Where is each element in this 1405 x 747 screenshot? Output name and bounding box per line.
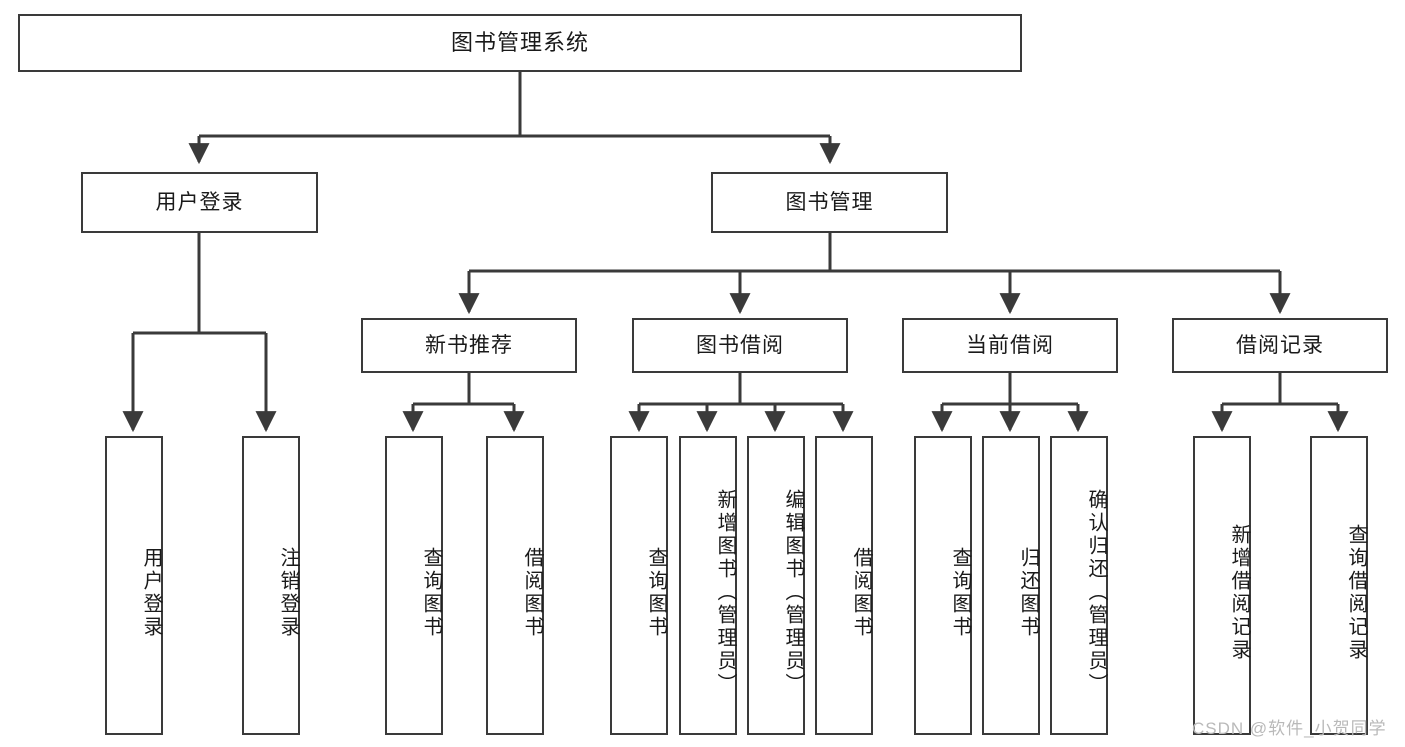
node-user-login[interactable]: 用户登录 [81,172,318,233]
node-label: 注销登录 [277,546,299,639]
leaf-user-logout[interactable]: 注销登录 [242,436,300,735]
node-root-book-management-system[interactable]: 图书管理系统 [18,14,1022,72]
node-label: 查询图书 [645,546,667,639]
leaf-current-confirm-return-admin[interactable]: 确认归还（管理员） [1050,436,1108,735]
leaf-current-return-book[interactable]: 归还图书 [982,436,1040,735]
node-label: 查询图书 [949,546,971,639]
node-label: 新增借阅记录 [1228,523,1250,662]
node-label: 用户登录 [155,190,244,214]
node-borrowing-records[interactable]: 借阅记录 [1172,318,1388,373]
node-label: 查询借阅记录 [1345,523,1367,662]
node-label: 图书管理 [785,190,874,214]
node-book-borrowing[interactable]: 图书借阅 [632,318,848,373]
leaf-user-login[interactable]: 用户登录 [105,436,163,735]
leaf-borrow-query-book[interactable]: 查询图书 [610,436,668,735]
node-label: 用户登录 [140,546,162,639]
node-label: 借阅记录 [1236,333,1324,357]
leaf-recommend-borrow-book[interactable]: 借阅图书 [486,436,544,735]
csdn-watermark: CSDN @软件_小贺同学 [1192,719,1387,738]
leaf-record-query-borrow-record[interactable]: 查询借阅记录 [1310,436,1368,735]
node-current-borrowing[interactable]: 当前借阅 [902,318,1118,373]
leaf-current-query-book[interactable]: 查询图书 [914,436,972,735]
node-label: 图书借阅 [696,333,784,357]
node-book-management[interactable]: 图书管理 [711,172,948,233]
leaf-borrow-borrow-book[interactable]: 借阅图书 [815,436,873,735]
node-label: 图书管理系统 [450,29,589,55]
node-label: 新增图书（管理员） [714,489,736,696]
node-label: 借阅图书 [850,546,872,639]
node-new-book-recommendation[interactable]: 新书推荐 [361,318,577,373]
leaf-borrow-edit-book-admin[interactable]: 编辑图书（管理员） [747,436,805,735]
leaf-record-add-borrow-record[interactable]: 新增借阅记录 [1193,436,1251,735]
node-label: 当前借阅 [966,333,1054,357]
node-label: 新书推荐 [425,333,513,357]
leaf-borrow-add-book-admin[interactable]: 新增图书（管理员） [679,436,737,735]
node-label: 归还图书 [1017,546,1039,639]
node-label: 确认归还（管理员） [1085,489,1107,696]
leaf-recommend-query-book[interactable]: 查询图书 [385,436,443,735]
node-label: 编辑图书（管理员） [782,489,804,696]
node-label: 借阅图书 [521,546,543,639]
node-label: 查询图书 [420,546,442,639]
